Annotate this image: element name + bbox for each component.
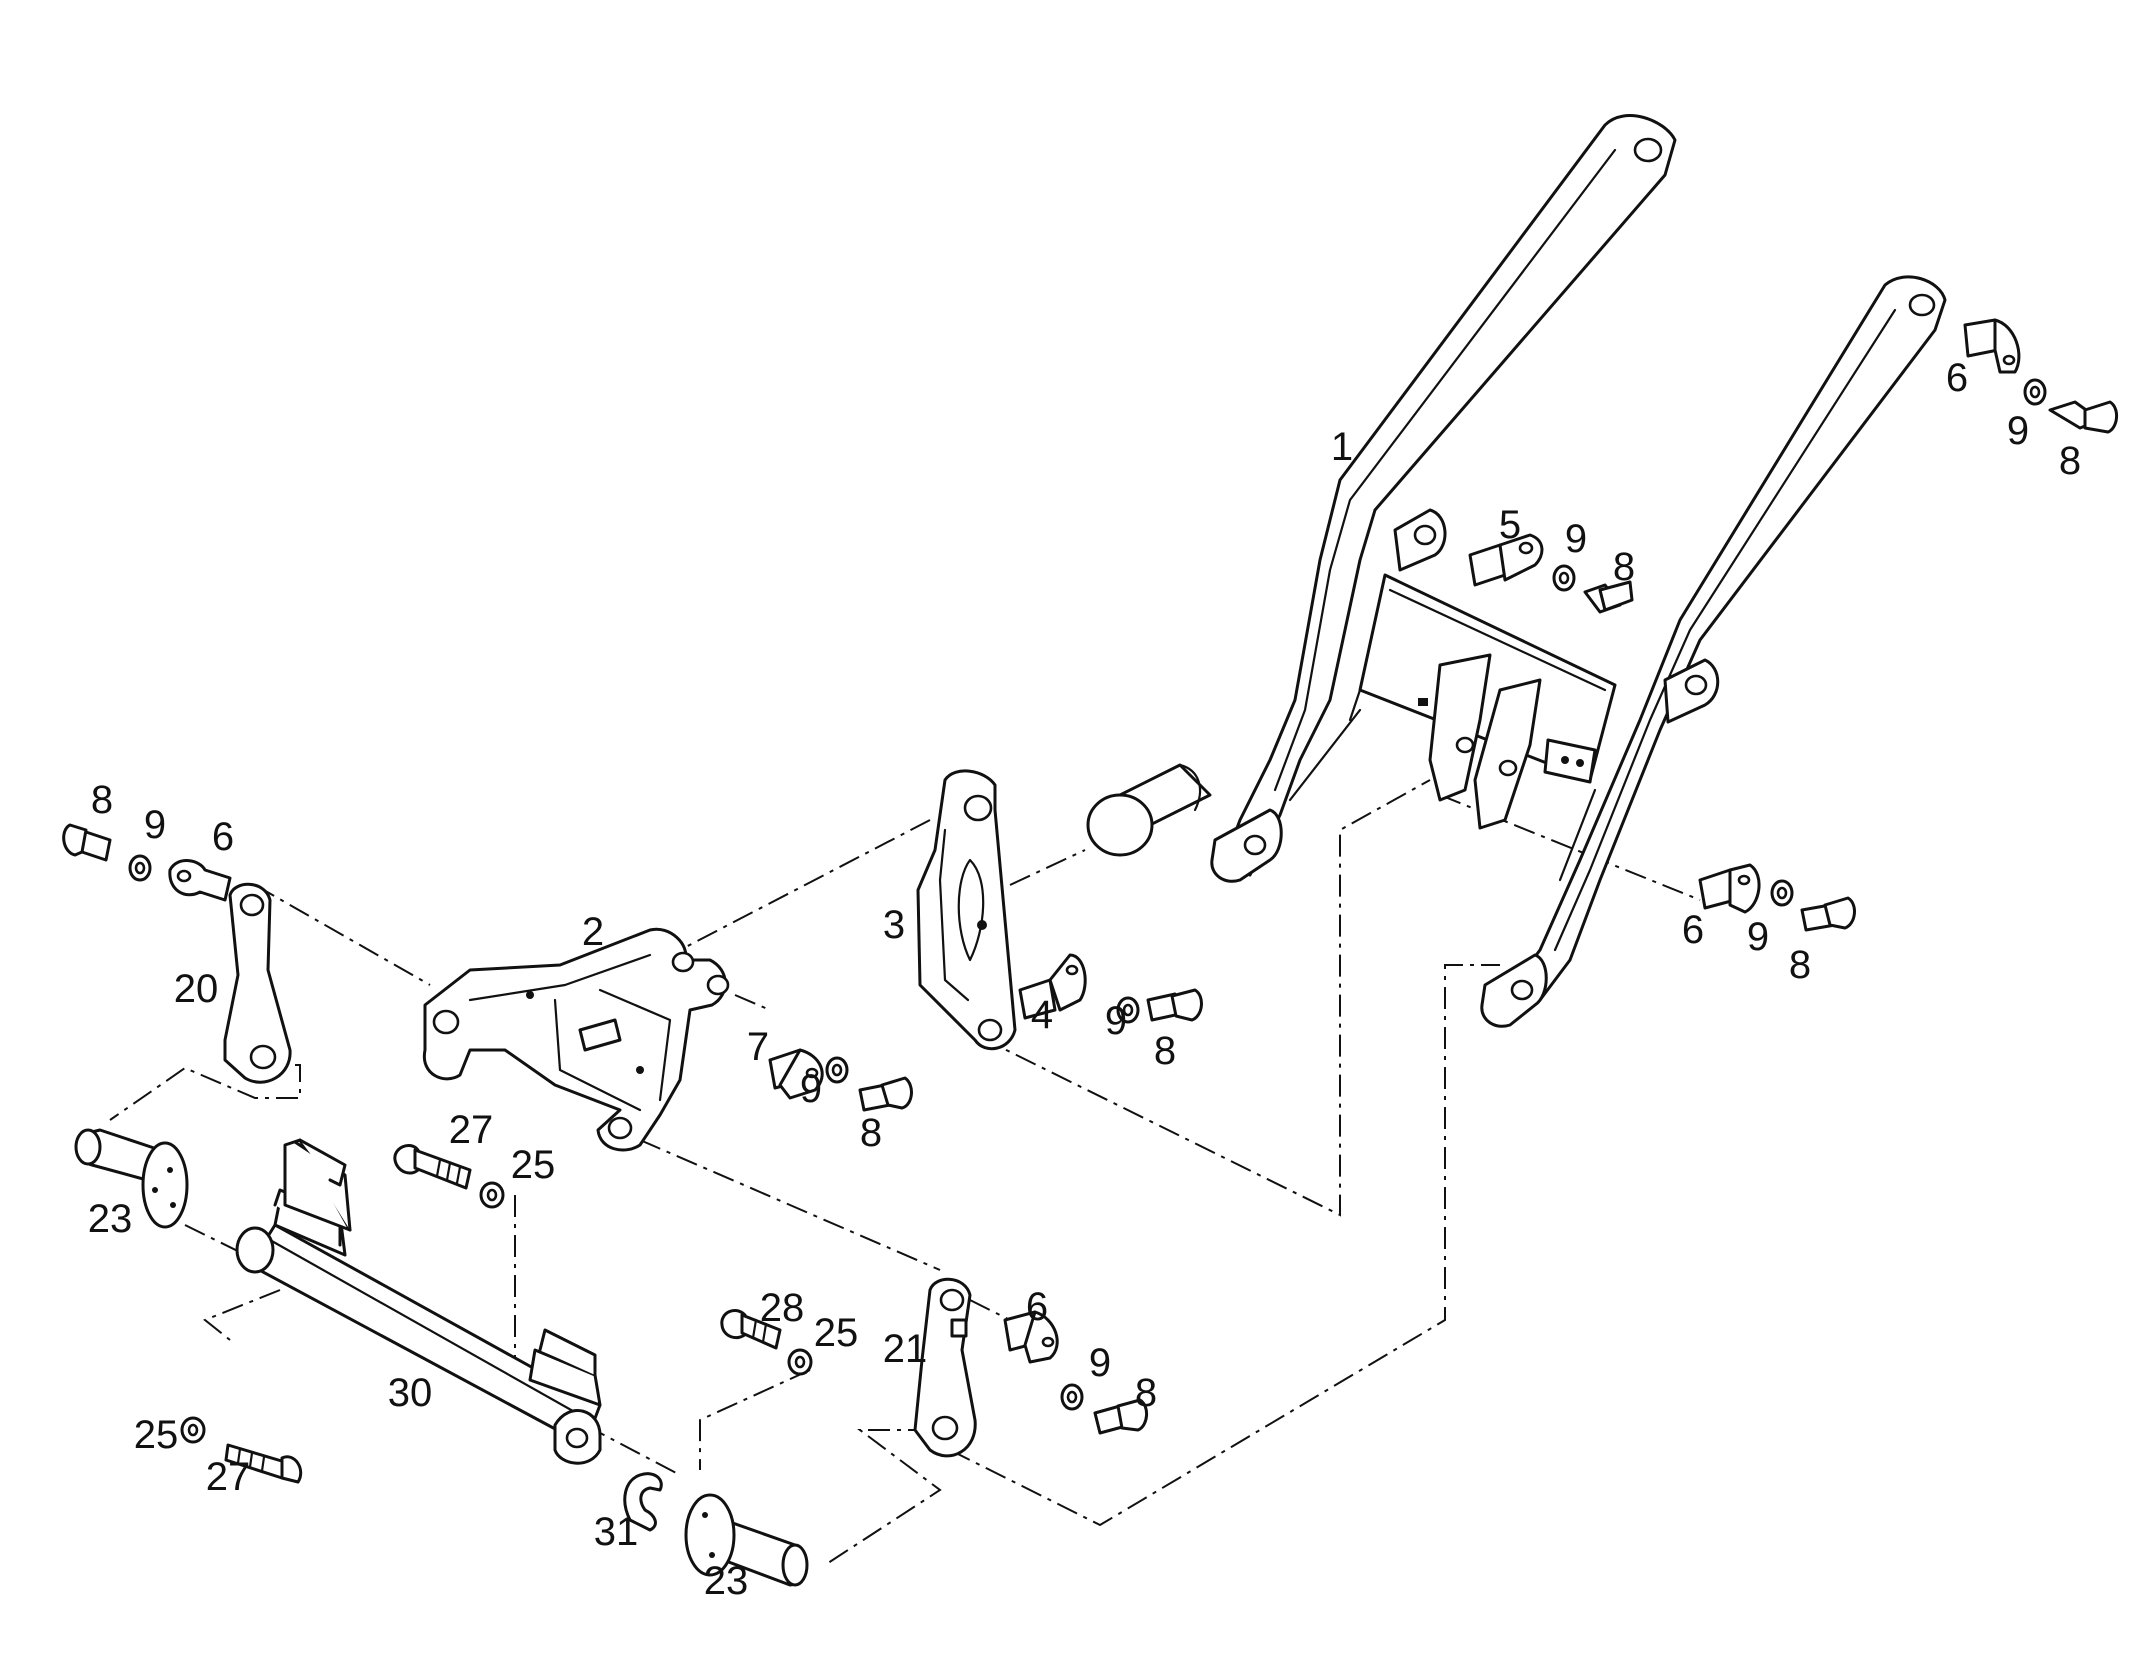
- bolts: [62, 400, 2118, 1484]
- part-30-axle-beam: [235, 1138, 602, 1465]
- part-28-screw: [720, 1309, 782, 1350]
- part-number-label: 8: [860, 1111, 882, 1155]
- part-8-bolt: [1800, 896, 1856, 932]
- part-number-label: 5: [1499, 503, 1521, 547]
- leader-line: [109, 1064, 301, 1121]
- part-4-pin: [1018, 978, 1057, 1020]
- leader-line: [254, 884, 431, 986]
- leader-lines: [109, 779, 1701, 1566]
- part-20-link: [223, 882, 292, 1084]
- leader-line: [203, 1289, 281, 1341]
- bushing: [1086, 763, 1212, 857]
- part-3-link-plate: [916, 769, 1017, 1051]
- part-31-clip: [623, 1472, 663, 1532]
- leader-line: [679, 819, 931, 951]
- washers: [128, 378, 2047, 1444]
- part-number-label: 6: [212, 815, 234, 859]
- part-number-label: 9: [800, 1067, 822, 1111]
- part-number-label: 6: [1946, 356, 1968, 400]
- part-number-label: 3: [883, 903, 905, 947]
- part-number-label: 4: [1031, 993, 1053, 1037]
- part-2-main-bracket: [422, 927, 730, 1152]
- part-8-bolt: [1583, 580, 1634, 614]
- leader-line: [824, 1429, 942, 1566]
- part-number-label: 23: [704, 1559, 749, 1603]
- frame-small-block: [1543, 738, 1597, 784]
- part-number-label: 31: [594, 1510, 639, 1554]
- part-number-label: 8: [1154, 1029, 1176, 1073]
- part-number-label: 2: [582, 910, 604, 954]
- leader-line: [949, 964, 1500, 1527]
- frame-left-arm: [1223, 114, 1677, 877]
- part-number-label: 20: [174, 967, 219, 1011]
- part-number-label: 8: [1135, 1371, 1157, 1415]
- part-number-label: 9: [1105, 999, 1127, 1043]
- frame-center-lug: [1473, 678, 1542, 830]
- part-number-label: 8: [1613, 545, 1635, 589]
- part-number-label: 25: [814, 1311, 859, 1355]
- part-8-bolt: [1146, 988, 1203, 1022]
- part-number-label: 27: [449, 1108, 494, 1152]
- part-number-label: 8: [2059, 439, 2081, 483]
- part-number-label: 9: [1747, 915, 1769, 959]
- part-8-bolt: [62, 823, 112, 862]
- part-23-pin-right: [684, 1493, 809, 1587]
- part-number-label: 9: [144, 803, 166, 847]
- part-number-label: 9: [1565, 517, 1587, 561]
- part-number-label: 6: [1026, 1285, 1048, 1329]
- part-number-label: 7: [747, 1025, 769, 1069]
- part-number-label: 28: [760, 1286, 805, 1330]
- part-number-label: 1: [1331, 425, 1353, 469]
- part-number-label: 30: [388, 1371, 433, 1415]
- part-27-screw: [393, 1144, 472, 1190]
- part-number-label: 23: [88, 1197, 133, 1241]
- part-number-label: 6: [1682, 908, 1704, 952]
- part-27-screw: [224, 1443, 303, 1484]
- frame-right-arm: [1508, 275, 1947, 1002]
- leader-line: [639, 1139, 941, 1271]
- part-8-bolt: [1093, 1398, 1148, 1435]
- part-1-loader-frame: [1210, 114, 1947, 1028]
- leader-line: [969, 1299, 1011, 1321]
- part-number-label: 27: [206, 1455, 251, 1499]
- part-number-label: 9: [2007, 409, 2029, 453]
- part-number-label: 8: [91, 778, 113, 822]
- part-number-label: 21: [883, 1327, 928, 1371]
- part-23-pin-left: [74, 1128, 189, 1229]
- part-number-label: 25: [511, 1143, 556, 1187]
- part-8-bolt: [858, 1076, 913, 1112]
- part-number-label: 8: [1789, 943, 1811, 987]
- leader-line: [979, 779, 1431, 1217]
- leader-line: [1009, 849, 1086, 886]
- part-number-label: 9: [1089, 1341, 1111, 1385]
- leader-line: [734, 994, 771, 1011]
- part-6-pin: [1963, 318, 2000, 358]
- part-number-label: 25: [134, 1413, 179, 1457]
- tab-pins: [168, 318, 2021, 1364]
- frame-center-lug: [1428, 653, 1492, 802]
- part-21-link: [913, 1277, 977, 1458]
- leader-line: [699, 1369, 811, 1470]
- part-8-bolt: [2048, 400, 2118, 434]
